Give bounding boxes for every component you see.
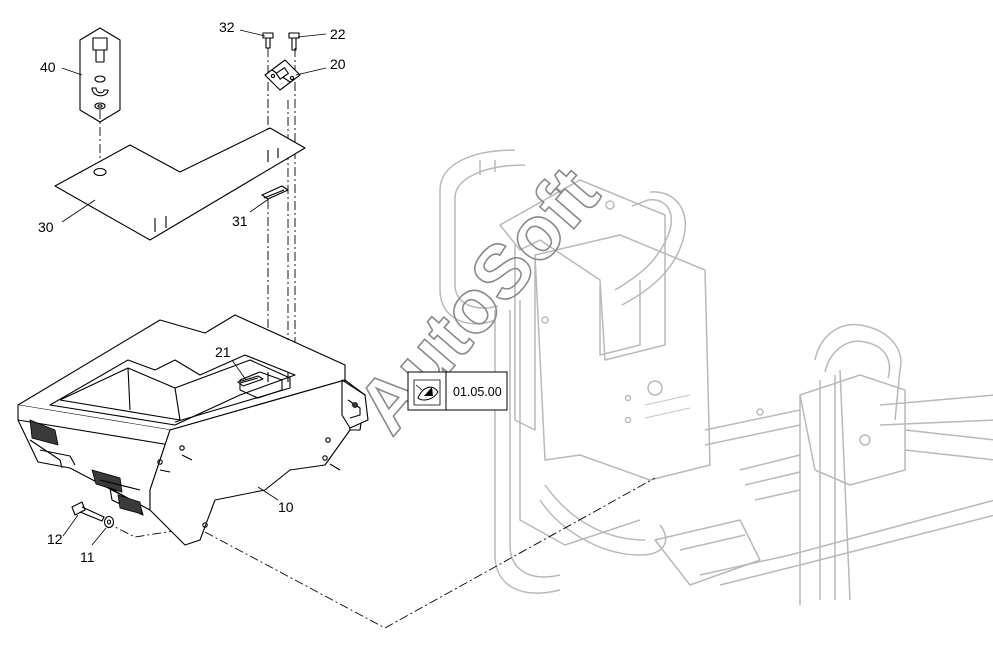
part-40-latch-assembly <box>79 27 121 123</box>
reference-link[interactable]: 01.05.00 <box>407 371 508 411</box>
callout-22: 22 <box>330 26 346 42</box>
part-12-bolt <box>71 501 105 522</box>
ghost-cab-frame <box>439 149 993 605</box>
callout-40: 40 <box>40 59 56 75</box>
callout-12: 12 <box>47 531 63 547</box>
part-21-striker <box>237 375 264 387</box>
callout-31: 31 <box>232 213 248 229</box>
part-20-hinge <box>264 59 301 91</box>
callout-30: 30 <box>38 219 54 235</box>
part-11-washer <box>103 515 115 529</box>
callout-21: 21 <box>215 344 231 360</box>
part-31-bracket <box>261 185 289 200</box>
part-32-screw <box>262 32 274 49</box>
callout-labels: 40 32 22 20 30 31 21 10 12 11 <box>38 19 346 565</box>
callout-10: 10 <box>278 499 294 515</box>
callout-32: 32 <box>219 19 235 35</box>
part-10-toolbox <box>17 314 369 546</box>
callout-20: 20 <box>330 56 346 72</box>
reference-view-icon <box>413 379 441 406</box>
part-30-lid-plate <box>54 127 306 241</box>
callout-11: 11 <box>80 549 95 565</box>
leader-lines <box>61 29 327 546</box>
reference-label[interactable]: 01.05.00 <box>453 385 502 399</box>
part-22-screw <box>288 32 300 51</box>
